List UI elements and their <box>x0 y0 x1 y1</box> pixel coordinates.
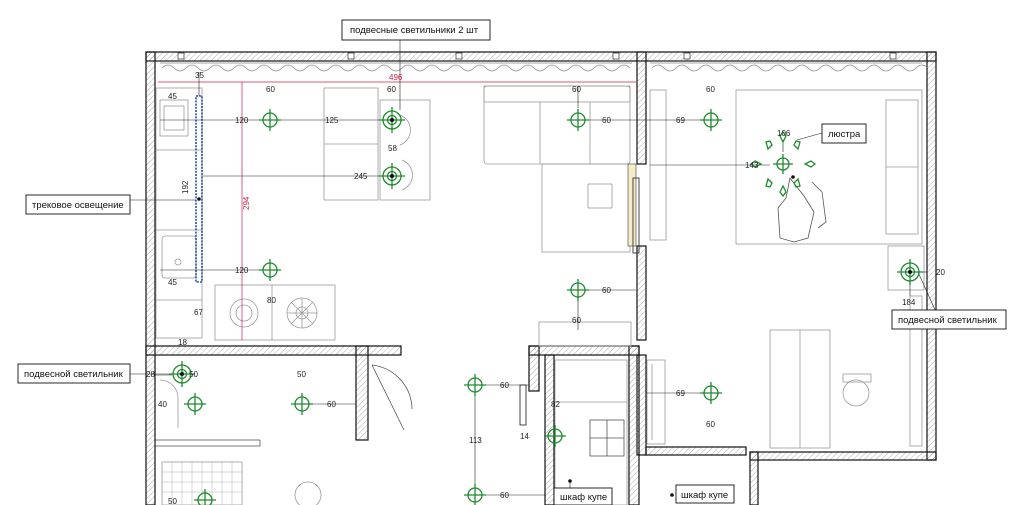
dim-label: 60 <box>602 116 611 125</box>
dim-label: 60 <box>706 420 715 429</box>
dim-label: 50 <box>168 497 177 505</box>
light-fixture-icon <box>463 373 487 397</box>
light-fixture-icon <box>290 392 314 416</box>
dim-label: 14 <box>520 432 529 441</box>
dim-label: 40 <box>158 400 167 409</box>
dimension-labels: 35 45 120 60 125 60 58 245 192 120 45 67… <box>146 71 945 505</box>
light-fixture-icon <box>258 108 282 132</box>
dim-label: 20 <box>936 268 945 277</box>
callout-label: подвесной светильник <box>898 315 998 326</box>
callout-label: люстра <box>828 129 861 140</box>
light-fixture-icon <box>699 381 723 405</box>
dim-label: 69 <box>676 389 685 398</box>
dim-label: 35 <box>195 71 204 80</box>
light-fixture-icon <box>258 258 282 282</box>
dim-label: 60 <box>572 85 581 94</box>
walls <box>145 51 937 505</box>
chandelier-icon <box>749 130 817 198</box>
dim-label: 80 <box>267 296 276 305</box>
dim-label: 60 <box>327 400 336 409</box>
dim-label: 60 <box>500 491 509 500</box>
callout-label: шкаф купе <box>681 490 728 501</box>
dim-label: 45 <box>168 278 177 287</box>
dim-label: 82 <box>551 400 560 409</box>
dim-label: 60 <box>500 381 509 390</box>
callout-pendant-2: подвесные светильники 2 шт <box>341 19 491 41</box>
dim-label: 69 <box>676 116 685 125</box>
dim-label: 125 <box>325 116 339 125</box>
light-fixture-icon <box>378 162 406 190</box>
dimension-lines <box>130 40 937 496</box>
dim-label: 60 <box>387 85 396 94</box>
light-fixture-icon <box>183 392 207 416</box>
dim-label: 60 <box>572 316 581 325</box>
dim-label: 184 <box>902 298 916 307</box>
dim-label: 28 <box>146 370 155 379</box>
curtains <box>160 62 929 72</box>
stove-icon <box>229 297 318 329</box>
light-fixture-icon <box>193 488 217 505</box>
dim-label: 106 <box>777 129 791 138</box>
dim-label: 496 <box>389 73 403 82</box>
dim-label: 50 <box>297 370 306 379</box>
track-light-icon <box>195 95 203 283</box>
callout-label: трековое освещение <box>32 200 124 211</box>
light-fixture-icon <box>566 278 590 302</box>
red-dimensions <box>158 81 636 340</box>
dim-label: 192 <box>181 180 190 194</box>
dim-label: 120 <box>235 116 249 125</box>
dim-label: 60 <box>266 85 275 94</box>
callout-label: подвесной светильник <box>24 369 124 380</box>
callout-track: трековое освещение <box>25 194 131 215</box>
light-fixture-icon <box>463 483 487 505</box>
light-fixture-icon <box>699 108 723 132</box>
callout-label: подвесные светильники 2 шт <box>350 25 479 36</box>
callout-label: шкаф купе <box>560 492 607 503</box>
dim-label: 60 <box>602 286 611 295</box>
dim-label: 294 <box>242 196 251 210</box>
dim-label: 50 <box>189 370 198 379</box>
callout-chandelier: люстра <box>821 123 867 144</box>
dim-label: 58 <box>388 144 397 153</box>
dim-label: 113 <box>469 436 482 445</box>
dim-label: 245 <box>354 172 368 181</box>
dim-label: 60 <box>706 85 715 94</box>
callout-pendant-right: подвесной светильник <box>891 309 1007 330</box>
dim-label: 18 <box>178 338 187 347</box>
light-fixture-icon <box>896 258 924 286</box>
light-fixture-icon <box>566 108 590 132</box>
light-fixture-icon <box>378 106 406 134</box>
dim-label: 143 <box>745 161 759 170</box>
callout-wardrobe-1: шкаф купе <box>553 487 613 505</box>
dim-label: 45 <box>168 92 177 101</box>
callout-wardrobe-2: шкаф купе <box>675 484 735 504</box>
light-fixtures <box>168 106 924 505</box>
dim-label: 67 <box>194 308 203 317</box>
callout-pendant-left: подвесной светильник <box>17 363 131 384</box>
dim-label: 120 <box>235 266 249 275</box>
